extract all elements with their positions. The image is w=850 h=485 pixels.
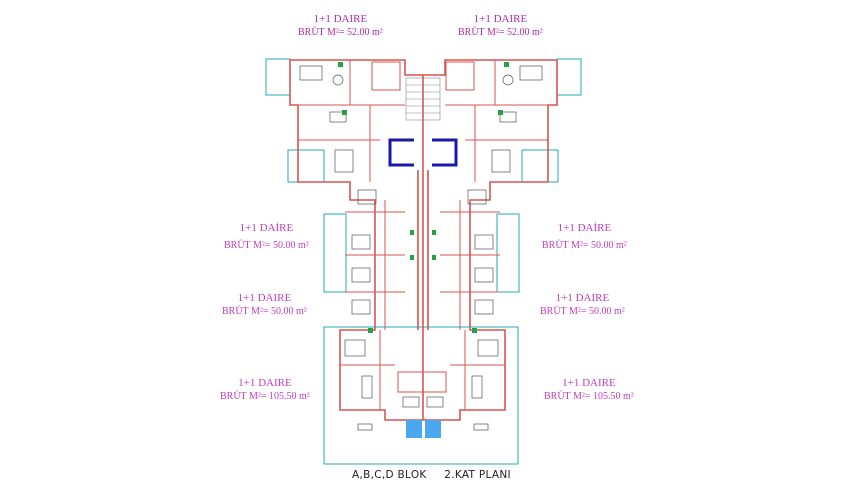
unit-area: BRÜT M²= 50.00 m²: [224, 240, 309, 251]
unit-area: BRÜT M²= 50.00 m²: [542, 240, 627, 251]
pool: [406, 420, 441, 438]
block-label: A,B,C,D BLOK: [352, 469, 427, 481]
unit-title: 1+1 DAİRE: [557, 222, 612, 234]
unit-title: 1+1 DAIRE: [562, 377, 616, 389]
unit-label-top-right: 1+1 DAIRE BRÜT M²= 52.00 m²: [458, 13, 543, 39]
plan-caption: A,B,C,D BLOK 2.KAT PLANI: [352, 469, 525, 481]
unit-area: BRÜT M²= 105.50 m²: [220, 391, 310, 402]
unit-title: 1+1 DAIRE: [238, 377, 292, 389]
unit-label-mid-left-upper: 1+1 DAİRE BRÜT M²= 50.00 m²: [224, 222, 309, 252]
unit-label-top-left: 1+1 DAIRE BRÜT M²= 52.00 m²: [298, 13, 383, 39]
unit-title: 1+1 DAİRE: [239, 222, 294, 234]
unit-area: BRÜT M²= 50.00 m²: [222, 306, 307, 317]
unit-area: BRÜT M²= 52.00 m²: [298, 27, 383, 38]
stairs: [405, 77, 441, 121]
unit-label-mid-left-lower: 1+1 DAIRE BRÜT M²= 50.00 m²: [222, 292, 307, 318]
unit-label-mid-right-lower: 1+1 DAIRE BRÜT M²= 50.00 m²: [540, 292, 625, 318]
outer-walls: [289, 59, 558, 421]
unit-title: 1+1 DAIRE: [555, 292, 610, 304]
door-markers: [338, 62, 509, 333]
unit-label-bottom-right: 1+1 DAIRE BRÜT M²= 105.50 m²: [544, 377, 634, 403]
unit-label-bottom-left: 1+1 DAIRE BRÜT M²= 105.50 m²: [220, 377, 310, 403]
unit-area: BRÜT M²= 52.00 m²: [458, 27, 543, 38]
unit-title: 1+1 DAIRE: [313, 13, 368, 25]
furniture: [299, 65, 543, 431]
unit-area: BRÜT M²= 105.50 m²: [544, 391, 634, 402]
interior-walls: [290, 60, 557, 410]
core-walls: [388, 138, 458, 167]
unit-area: BRÜT M²= 50.00 m²: [540, 306, 625, 317]
unit-title: 1+1 DAIRE: [237, 292, 292, 304]
unit-title: 1+1 DAIRE: [473, 13, 528, 25]
floor-label: 2.KAT PLANI: [444, 469, 511, 481]
unit-label-mid-right-upper: 1+1 DAİRE BRÜT M²= 50.00 m²: [542, 222, 627, 252]
